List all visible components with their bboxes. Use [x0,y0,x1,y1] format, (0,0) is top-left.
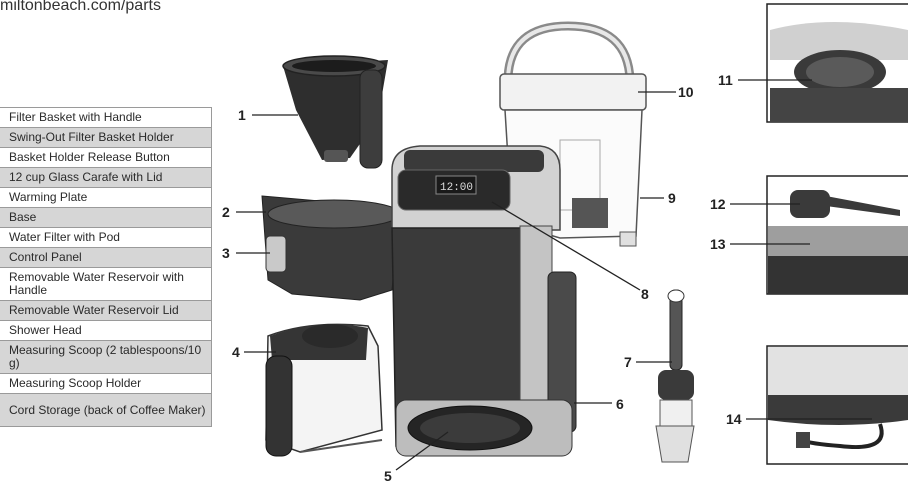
filter-basket-drawing [283,56,388,168]
callout-14: 14 [726,411,742,427]
carafe-drawing [266,324,382,456]
callout-10: 10 [678,84,694,100]
callout-3: 3 [222,245,230,261]
water-filter-drawing [656,290,694,462]
callout-8: 8 [641,286,649,302]
callout-13: 13 [710,236,726,252]
coffee-maker-body-drawing: 12:00 [392,146,576,456]
detail-panel-scoop [767,176,908,294]
callout-7: 7 [624,354,632,370]
callout-9: 9 [668,190,676,206]
callout-1: 1 [238,107,246,123]
display-time: 12:00 [440,182,473,194]
callout-11: 11 [718,72,733,88]
detail-panel-shower-head [767,4,908,122]
callout-4: 4 [232,344,240,360]
callout-5: 5 [384,468,392,484]
callout-2: 2 [222,204,230,220]
callout-6: 6 [616,396,624,412]
callout-12: 12 [710,196,726,212]
detail-panel-cord-storage [767,346,908,464]
